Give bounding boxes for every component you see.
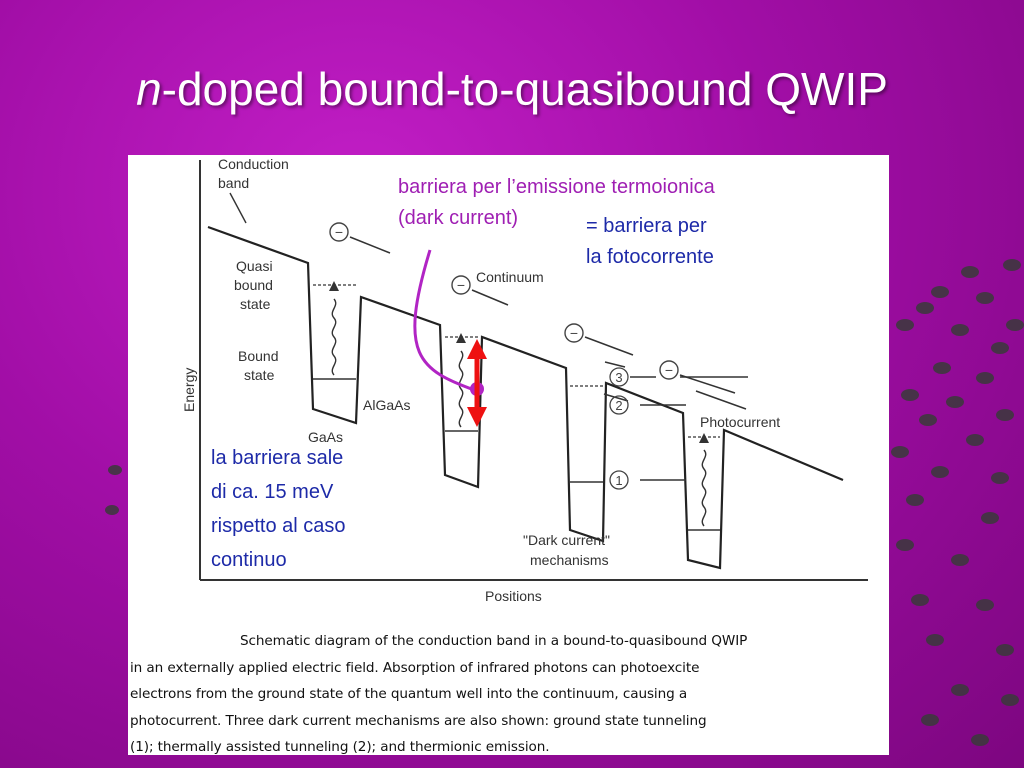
thermionic-pointer-curve — [413, 249, 478, 393]
photocurrent-barrier-line-1: = barriera per — [586, 215, 707, 237]
thermionic-line-2: (dark current) — [398, 207, 519, 229]
mechanism-3-label: 3 — [615, 370, 622, 385]
label-positions: Positions — [485, 588, 542, 604]
barrier-arrowhead-up — [467, 339, 487, 359]
mechanism-1-label: 1 — [615, 473, 622, 488]
title-italic-n: n — [136, 63, 162, 115]
electron-arrow-5 — [679, 374, 736, 394]
electron-arrow-4 — [604, 361, 626, 368]
electron-sign-3: − — [570, 325, 578, 341]
label-mechanisms: mechanisms — [530, 552, 609, 568]
caption-line-4: photocurrent. Three dark current mechani… — [130, 712, 707, 729]
electron-sign-2: − — [457, 277, 465, 293]
caption-line-1: Schematic diagram of the conduction band… — [240, 633, 748, 649]
barrier-rise-line-3: rispetto al caso — [211, 515, 346, 537]
slide-title: n-doped bound-to-quasibound QWIP — [0, 62, 1024, 116]
mechanism-3-marker — [609, 367, 629, 387]
label-gaas: GaAs — [308, 429, 343, 445]
figure-caption: Schematic diagram of the conduction band… — [130, 628, 887, 761]
mechanism-2-marker — [609, 395, 629, 415]
electron-icon-1 — [329, 222, 349, 242]
label-state: state — [240, 296, 271, 312]
label-algaas: AlGaAs — [363, 397, 410, 413]
barrier-arrowhead-down — [467, 407, 487, 427]
electron-arrow-1 — [349, 236, 391, 254]
barrier-rise-line-2: di ca. 15 meV — [211, 481, 334, 503]
photon-wave-3 — [701, 449, 707, 527]
caption-line-3: electrons from the ground state of the q… — [130, 686, 688, 702]
label-bound-state-1: Bound — [238, 348, 278, 364]
thermionic-line-1: barriera per l’emissione termoionica — [398, 176, 715, 198]
label-bound: bound — [234, 277, 273, 293]
electron-icon-4 — [659, 360, 679, 380]
label-conduction: Conduction — [218, 156, 289, 172]
mechanism-2-label: 2 — [615, 398, 622, 413]
label-dark-current: "Dark current" — [523, 532, 610, 548]
caption-line-5: (1); thermally assisted tunneling (2); a… — [130, 739, 550, 755]
label-photocurrent: Photocurrent — [700, 414, 780, 430]
photon-wave-2 — [458, 350, 464, 428]
label-bound-state-2: state — [244, 367, 275, 383]
electron-icon-2 — [451, 275, 471, 295]
mechanism-1-marker — [609, 470, 629, 490]
label-energy: Energy — [181, 368, 197, 412]
electron-icon-3 — [564, 323, 584, 343]
barrier-rise-line-4: continuo — [211, 549, 287, 571]
band-diagram-figure: − − − − 3 2 1 — [128, 155, 889, 755]
label-continuum: Continuum — [476, 269, 544, 285]
title-text: -doped bound-to-quasibound QWIP — [161, 63, 888, 115]
photocurrent-barrier-line-2: la fotocorrente — [586, 246, 714, 268]
label-quasi: Quasi — [236, 258, 273, 274]
barrier-rise-line-1: la barriera sale — [211, 447, 344, 469]
electron-sign-4: − — [665, 362, 673, 378]
photocurrent-barrier-annotation: = barriera per la fotocorrente — [586, 211, 714, 273]
electron-sign-1: − — [335, 224, 343, 240]
label-band: band — [218, 175, 249, 191]
photon-arrowhead-2 — [456, 333, 466, 343]
photon-wave-1 — [331, 298, 337, 376]
thermionic-annotation: barriera per l’emissione termoionica (dar… — [398, 172, 715, 234]
photocurrent-arrow — [695, 390, 747, 410]
conduction-band-profile — [207, 225, 844, 570]
barrier-rise-annotation: la barriera sale di ca. 15 meV rispetto al… — [211, 441, 346, 577]
caption-line-2: in an externally applied electric field.… — [130, 659, 700, 676]
electron-arrow-6 — [603, 393, 629, 402]
photon-arrowhead-1 — [329, 281, 339, 291]
electron-arrow-2 — [471, 289, 509, 306]
band-diagram: − − − − 3 2 1 — [181, 156, 868, 604]
photon-arrowhead-3 — [699, 433, 709, 443]
conduction-band-pointer — [229, 192, 247, 224]
electron-arrow-3 — [584, 336, 634, 356]
